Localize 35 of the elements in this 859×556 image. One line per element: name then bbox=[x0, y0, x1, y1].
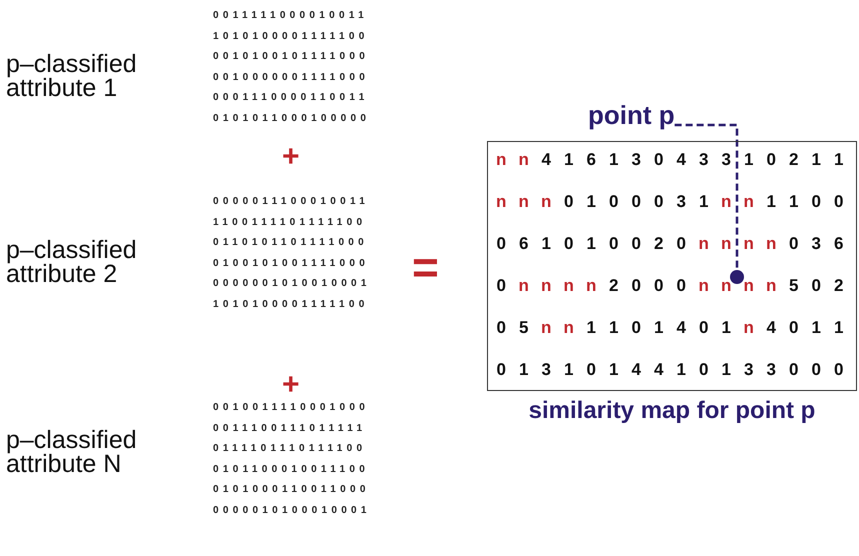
binary-row: 0010000001111000 bbox=[213, 72, 370, 83]
binary-row: 0011111000010011 bbox=[213, 10, 368, 21]
map-row-text: n n n 0 1 0 0 0 3 1 n n 1 1 0 0 bbox=[495, 192, 844, 212]
map-row-text: 0 n n n n 2 0 0 0 n n n n 5 0 2 bbox=[496, 276, 844, 296]
binary-row: 0000011100010011 bbox=[213, 196, 370, 207]
plus-sign: + bbox=[282, 140, 300, 174]
binary-row: 0001110000110011 bbox=[213, 92, 369, 104]
binary-row: 1100111101111100 bbox=[213, 216, 366, 228]
binary-row: 0111101110111100 bbox=[213, 443, 366, 454]
point-label: point p bbox=[588, 100, 675, 131]
binary-row: 0000010100010001 bbox=[213, 505, 371, 516]
point-dot bbox=[730, 270, 744, 284]
attribute-label: p–classified attribute 2 bbox=[6, 238, 138, 286]
binary-row: 0000001010010001 bbox=[213, 278, 371, 290]
map-caption: similarity map for point p bbox=[528, 397, 816, 424]
binary-row: 1010100001111100 bbox=[213, 299, 369, 310]
attribute-label: p–classified attribute N bbox=[6, 428, 138, 476]
map-row-text: 0 1 3 1 0 1 4 4 1 0 1 3 3 0 0 0 bbox=[496, 360, 844, 380]
binary-row: 1010100001111100 bbox=[213, 30, 369, 42]
leader-line bbox=[674, 124, 738, 270]
map-row-text: n n 4 1 6 1 3 0 4 3 3 1 0 2 1 1 bbox=[495, 150, 844, 170]
equals-sign: = bbox=[412, 240, 439, 294]
binary-row: 0101100010011100 bbox=[213, 464, 370, 475]
plus-sign: + bbox=[282, 368, 300, 402]
binary-row: 0101011000100000 bbox=[213, 113, 370, 124]
similarity-map-box bbox=[487, 141, 857, 391]
map-row-text: 0 5 n n 1 1 0 1 4 0 1 n 4 0 1 1 bbox=[496, 318, 844, 338]
attribute-label: p–classified attribute 1 bbox=[6, 52, 138, 100]
binary-row: 0010100101111000 bbox=[213, 51, 370, 62]
binary-row: 0110101101111000 bbox=[213, 237, 368, 248]
binary-row: 0101000110011000 bbox=[213, 484, 370, 496]
map-row-text: 0 6 1 0 1 0 0 2 0 n n n n 0 3 6 bbox=[496, 234, 844, 254]
binary-row: 0010011110001000 bbox=[213, 402, 370, 413]
binary-row: 0011100111011111 bbox=[213, 422, 366, 434]
binary-row: 0100101001111000 bbox=[213, 258, 370, 269]
